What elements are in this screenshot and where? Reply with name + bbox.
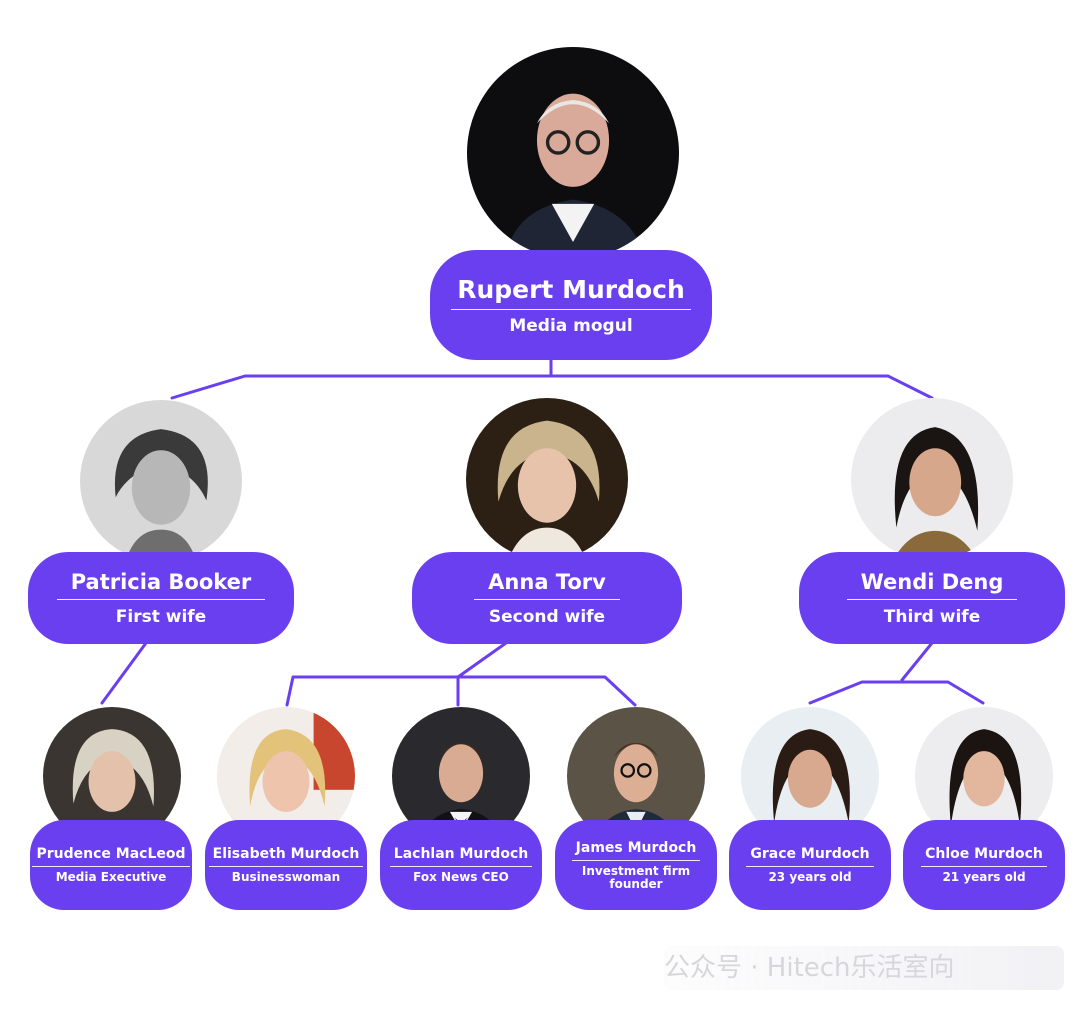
card-lachlan-murdoch: Lachlan Murdoch Fox News CEO xyxy=(380,820,542,910)
photo-wendi-deng xyxy=(851,398,1013,560)
role-chloe-murdoch: 21 years old xyxy=(942,870,1026,884)
photo-patricia-booker xyxy=(80,400,242,562)
name-james-murdoch: James Murdoch xyxy=(571,840,701,861)
photo-rupert-murdoch xyxy=(467,47,679,259)
name-elisabeth-murdoch: Elisabeth Murdoch xyxy=(208,846,364,867)
role-anna-torv: Second wife xyxy=(488,606,606,627)
name-anna-torv: Anna Torv xyxy=(474,570,620,600)
name-rupert-murdoch: Rupert Murdoch xyxy=(451,275,691,310)
card-wendi-deng: Wendi Deng Third wife xyxy=(799,552,1065,644)
name-patricia-booker: Patricia Booker xyxy=(56,570,266,600)
card-elisabeth-murdoch: Elisabeth Murdoch Businesswoman xyxy=(205,820,367,910)
card-james-murdoch: James Murdoch Investment firm founder xyxy=(555,820,717,910)
watermark: 公众号 · Hitech乐活室向 xyxy=(664,946,1064,990)
connector-rupert-to-wives xyxy=(170,358,934,400)
name-prudence-macleod: Prudence MacLeod xyxy=(32,846,190,867)
role-prudence-macleod: Media Executive xyxy=(55,870,167,884)
card-grace-murdoch: Grace Murdoch 23 years old xyxy=(729,820,891,910)
role-patricia-booker: First wife xyxy=(115,606,207,627)
role-rupert-murdoch: Media mogul xyxy=(509,315,633,336)
role-lachlan-murdoch: Fox News CEO xyxy=(413,870,509,884)
card-rupert-murdoch: Rupert Murdoch Media mogul xyxy=(430,250,712,360)
card-patricia-booker: Patricia Booker First wife xyxy=(28,552,294,644)
name-wendi-deng: Wendi Deng xyxy=(846,570,1018,600)
role-james-murdoch: Investment firm founder xyxy=(581,863,691,891)
connector-anna-to-children xyxy=(285,641,637,707)
name-grace-murdoch: Grace Murdoch xyxy=(746,846,874,867)
card-anna-torv: Anna Torv Second wife xyxy=(412,552,682,644)
connector-patricia-to-prudence xyxy=(100,641,148,705)
role-grace-murdoch: 23 years old xyxy=(768,870,852,884)
role-wendi-deng: Third wife xyxy=(883,606,981,627)
name-lachlan-murdoch: Lachlan Murdoch xyxy=(389,846,533,867)
card-chloe-murdoch: Chloe Murdoch 21 years old xyxy=(903,820,1065,910)
connector-wendi-to-children xyxy=(808,641,985,705)
name-chloe-murdoch: Chloe Murdoch xyxy=(921,846,1047,867)
role-elisabeth-murdoch: Businesswoman xyxy=(231,870,341,884)
card-prudence-macleod: Prudence MacLeod Media Executive xyxy=(30,820,192,910)
photo-anna-torv xyxy=(466,398,628,560)
